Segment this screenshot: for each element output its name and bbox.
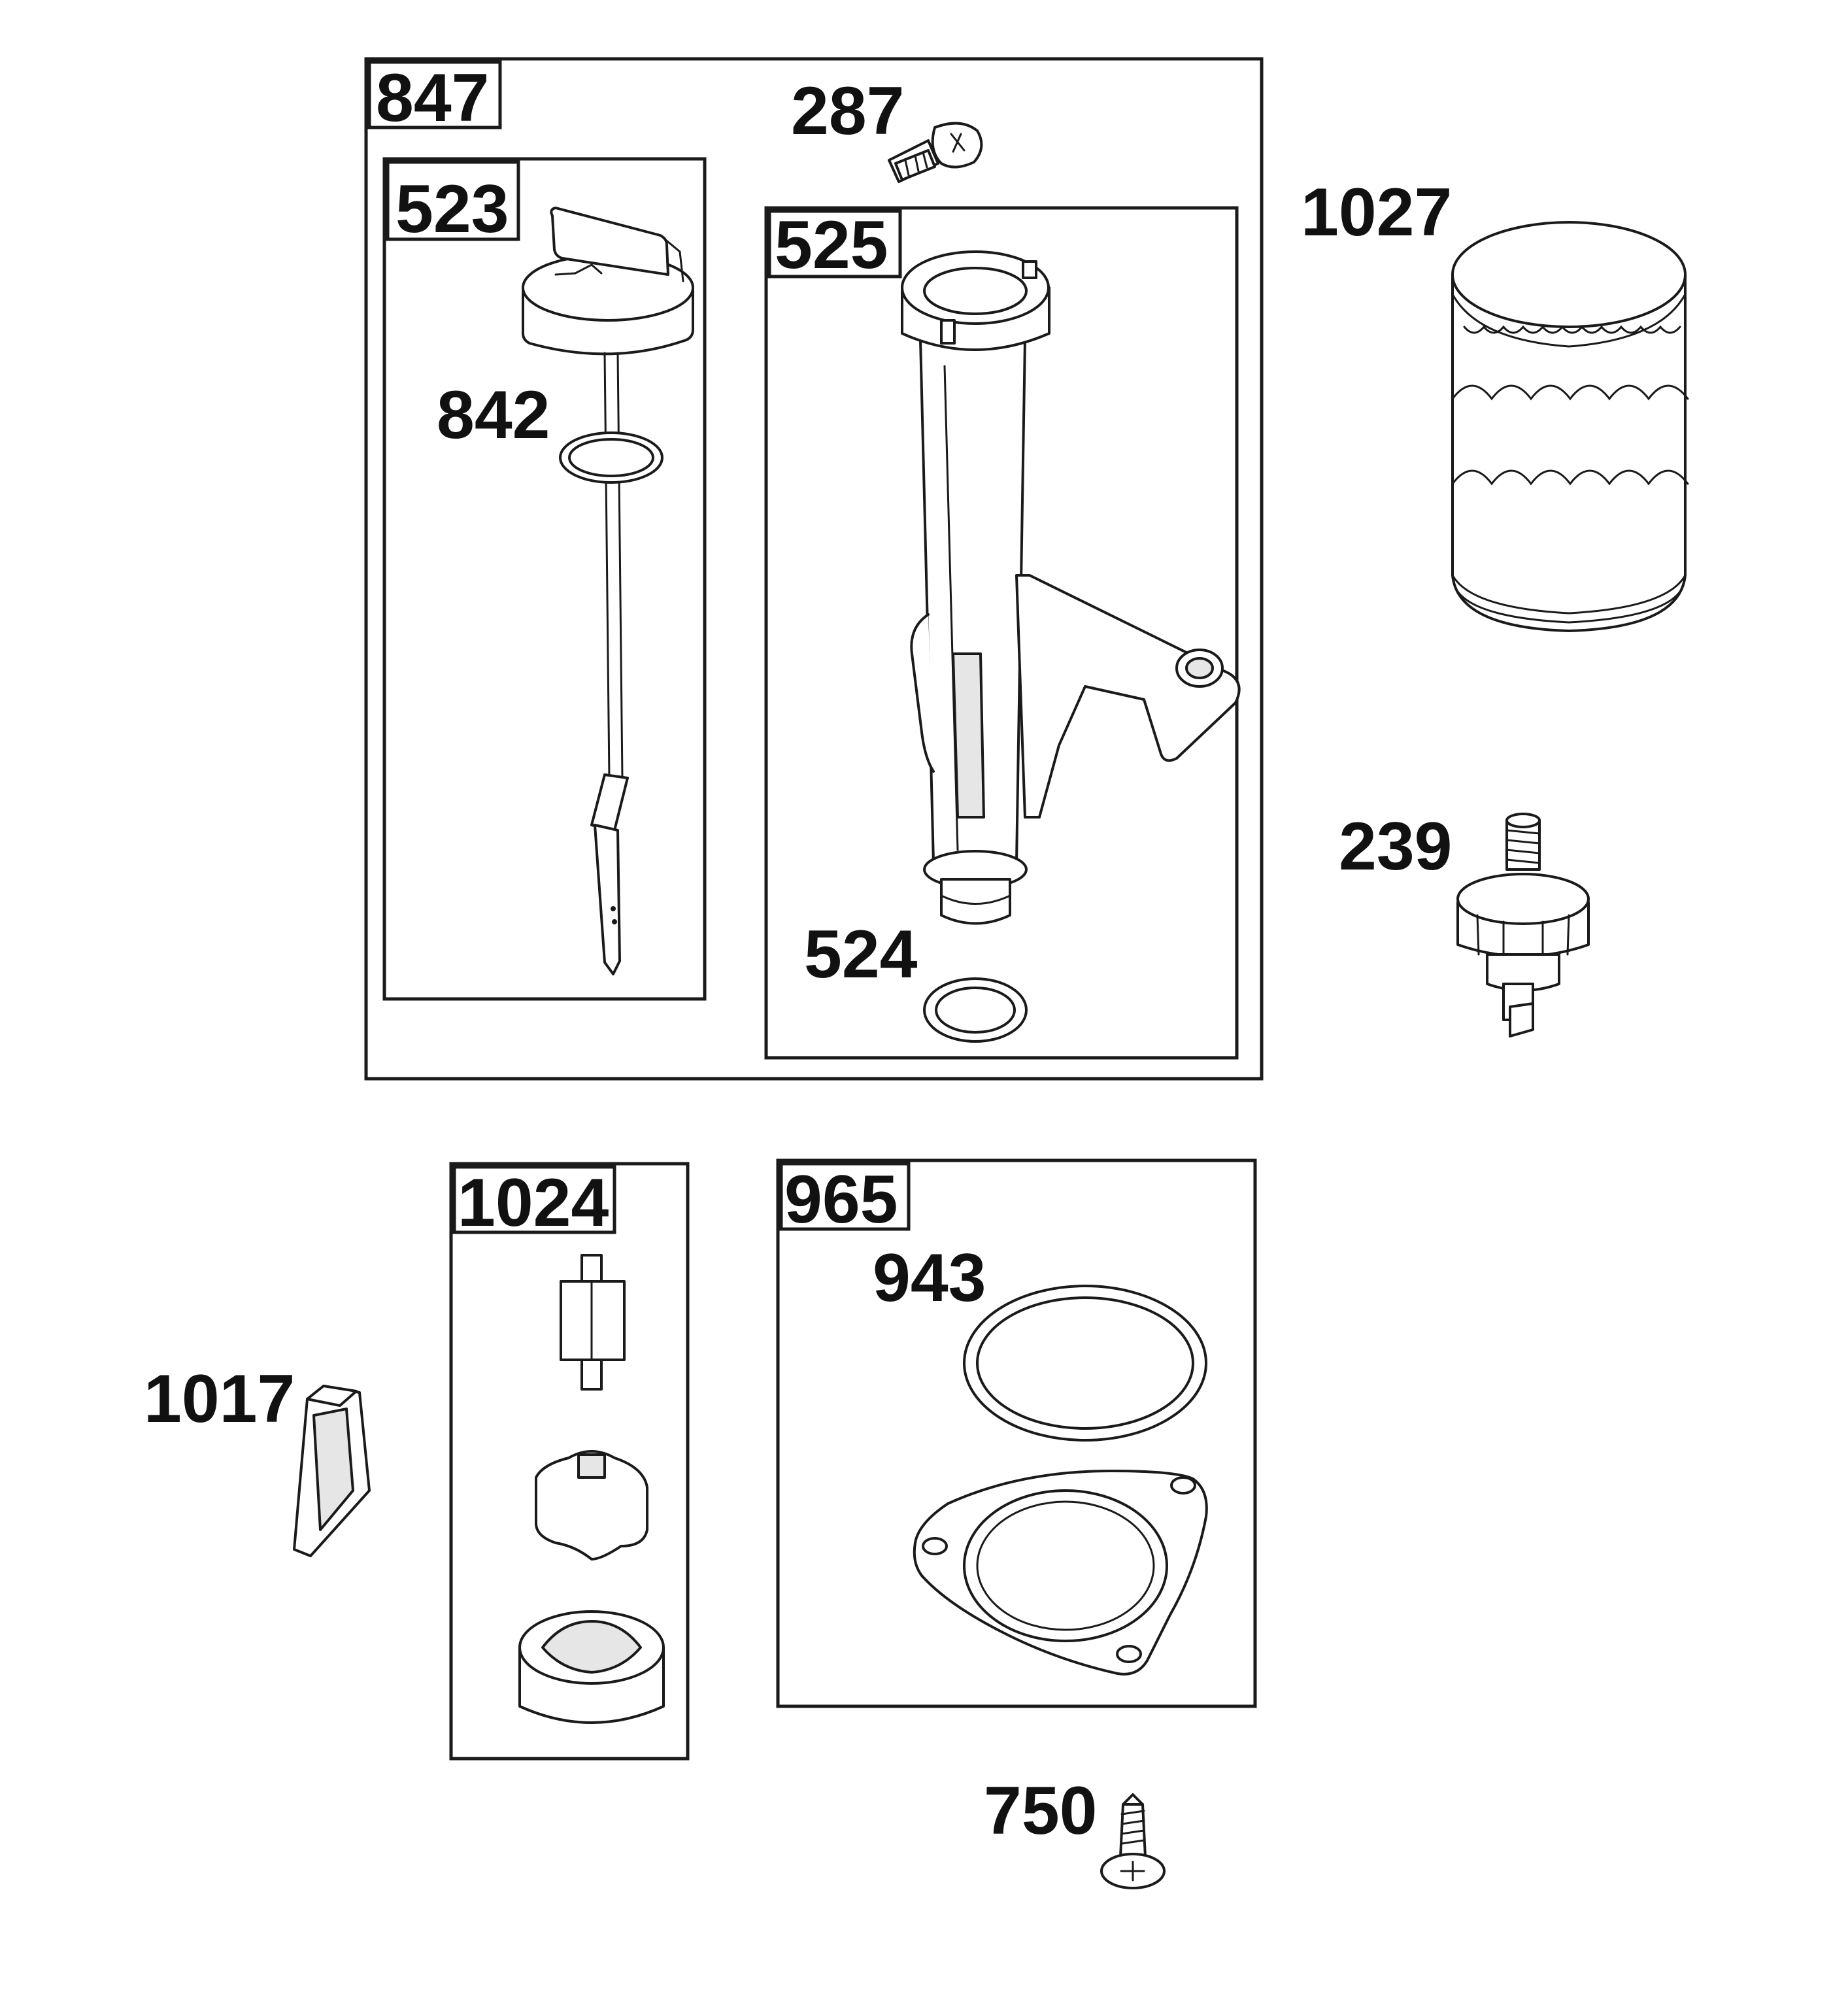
part-239: 239 [1339, 809, 1590, 1038]
group-523: 523 842 [382, 157, 707, 1001]
part-1027: 1027 [1301, 175, 1689, 632]
part-750: 750 [984, 1773, 1166, 1889]
part-842-label: 842 [437, 377, 550, 453]
part-287: 287 [791, 73, 983, 183]
part-524: 524 [804, 917, 1028, 1043]
part-943-label: 943 [873, 1240, 986, 1316]
part-943: 943 [873, 1240, 1207, 1442]
screen-icon [293, 1385, 371, 1557]
outer-rotor-icon [518, 1610, 665, 1724]
group-523-label: 523 [395, 171, 509, 247]
inner-rotor-icon [535, 1450, 648, 1561]
oil-filter-icon [1451, 221, 1689, 632]
group-525-label: 525 [775, 207, 888, 283]
part-1027-label: 1027 [1301, 175, 1452, 250]
pressure-switch-icon [1456, 813, 1590, 1038]
part-287-label: 287 [791, 73, 905, 149]
screw-icon [1100, 1793, 1166, 1889]
dipstick-rod-icon [590, 352, 629, 975]
part-750-label: 750 [984, 1773, 1098, 1849]
group-525: 525 524 [764, 206, 1241, 1060]
dipstick-cap-icon [522, 207, 694, 356]
part-524-label: 524 [804, 917, 918, 992]
part-842: 842 [437, 377, 664, 484]
pump-cover-icon [913, 1470, 1208, 1676]
part-1017: 1017 [144, 1361, 371, 1557]
part-1017-label: 1017 [144, 1361, 295, 1437]
group-1024: 1024 [449, 1162, 690, 1761]
pump-shaft-icon [560, 1254, 626, 1391]
fill-tube-icon [901, 250, 1241, 925]
group-965: 965 943 [776, 1158, 1257, 1708]
bolt-icon [888, 122, 983, 183]
group-847-label: 847 [376, 60, 490, 136]
group-965-label: 965 [784, 1162, 898, 1238]
part-239-label: 239 [1339, 809, 1453, 885]
group-847: 847 [364, 57, 1264, 1081]
group-1024-label: 1024 [458, 1165, 609, 1241]
